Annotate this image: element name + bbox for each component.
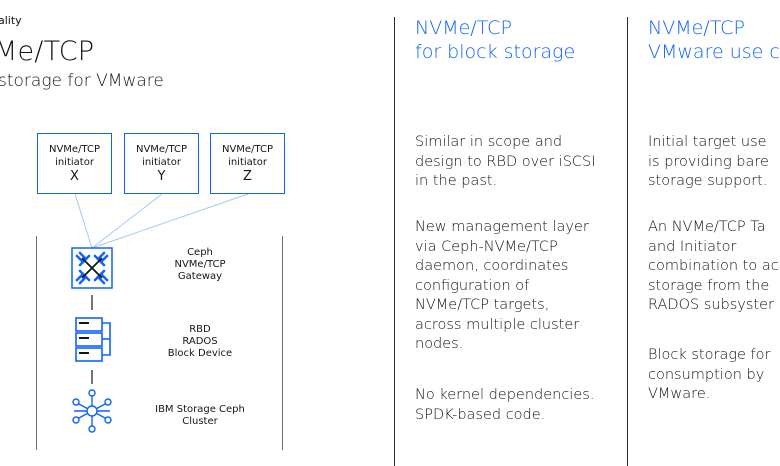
initiator-letter: Z — [243, 169, 252, 184]
text-line: consumption by — [648, 366, 765, 383]
text-line: in the past. — [415, 173, 498, 189]
text-line: New management layer — [415, 219, 589, 235]
column-divider-2 — [627, 17, 628, 466]
text-line: across multiple cluster — [415, 316, 580, 333]
initiator-label: NVMe/TCP — [221, 144, 273, 155]
text-line: and Initiator — [648, 238, 737, 255]
gateway-icon — [71, 247, 113, 289]
text-line: is providing bare — [648, 153, 769, 170]
text-line: VMware. — [648, 386, 711, 402]
column-divider-1 — [394, 17, 395, 466]
right-paragraph-3: Block storage for consumption by VMware. — [648, 346, 771, 405]
text-line: storage from the — [648, 277, 770, 294]
initiator-label: NVMe/TCP — [48, 144, 100, 155]
initiator-label: NVMe/TCP — [135, 144, 187, 155]
initiator-box-x: NVMe/TCP initiator X — [37, 133, 112, 194]
text-line: configuration of — [415, 277, 530, 294]
connector-y — [91, 193, 163, 249]
rbd-label-line: RADOS — [182, 336, 218, 347]
rbd-label-line: RBD — [189, 324, 211, 335]
kicker-text: ality — [0, 14, 22, 27]
right-heading-line: NVMe/TCP — [648, 17, 745, 39]
slide-title: Me/TCP — [0, 36, 95, 67]
middle-paragraph-1: Similar in scope and design to RBD over … — [415, 133, 596, 192]
initiator-label: initiator — [55, 157, 94, 168]
text-line: No kernel dependencies. — [415, 387, 595, 403]
right-paragraph-2: An NVMe/TCP Ta and Initiator combination… — [648, 218, 779, 316]
text-line: storage support. — [648, 173, 768, 189]
text-line: via Ceph-NVMe/TCP — [415, 238, 558, 255]
text-line: RADOS subsyster — [648, 297, 775, 313]
initiator-box-y: NVMe/TCP initiator Y — [124, 133, 199, 194]
text-line: Similar in scope and — [415, 134, 563, 150]
text-line: daemon, coordinates — [415, 258, 569, 274]
initiator-box-z: NVMe/TCP initiator Z — [210, 133, 285, 194]
gateway-label-line: Ceph — [187, 247, 213, 258]
right-paragraph-1: Initial target use is providing bare sto… — [648, 133, 769, 192]
middle-paragraph-2: New management layer via Ceph-NVMe/TCP d… — [415, 218, 589, 355]
right-heading: NVMe/TCP VMware use c — [648, 16, 780, 64]
text-line: Initial target use — [648, 134, 767, 150]
text-line: design to RBD over iSCSI — [415, 153, 596, 170]
cluster-network-icon — [70, 389, 114, 433]
rbd-label-line: Block Device — [167, 348, 233, 359]
text-line: NVMe/TCP targets, — [415, 297, 550, 313]
text-line: An NVMe/TCP Ta — [648, 219, 766, 235]
gateway-label-line: NVMe/TCP — [174, 259, 226, 270]
middle-heading-line: NVMe/TCP — [415, 17, 512, 39]
bracket-right — [282, 236, 283, 450]
slide-subtitle: storage for VMware — [0, 71, 164, 91]
rbd-label: RBD RADOS Block Device — [140, 324, 260, 360]
text-line: combination to ac — [648, 258, 779, 274]
gateway-label-line: Gateway — [177, 271, 223, 282]
initiator-label: initiator — [228, 157, 267, 168]
cluster-label-line: IBM Storage Ceph — [155, 404, 245, 415]
text-line: Block storage for — [648, 347, 771, 363]
connector-x — [74, 193, 93, 249]
cluster-label-line: Cluster — [182, 416, 218, 427]
initiator-label: initiator — [142, 157, 181, 168]
gateway-label: Ceph NVMe/TCP Gateway — [140, 247, 260, 283]
text-line: nodes. — [415, 336, 464, 352]
rbd-server-icon — [74, 316, 114, 364]
bracket-left — [36, 236, 37, 450]
middle-heading: NVMe/TCP for block storage — [415, 16, 575, 64]
cluster-label: IBM Storage Ceph Cluster — [140, 404, 260, 428]
middle-heading-line: for block storage — [415, 41, 576, 63]
connector-lines — [74, 193, 249, 384]
connector-z — [91, 193, 249, 249]
initiator-letter: Y — [157, 169, 166, 184]
initiator-letter: X — [70, 169, 79, 184]
right-heading-line: VMware use c — [648, 41, 780, 63]
text-line: SPDK-based code. — [415, 406, 546, 423]
middle-paragraph-3: No kernel dependencies. SPDK-based code. — [415, 386, 594, 425]
